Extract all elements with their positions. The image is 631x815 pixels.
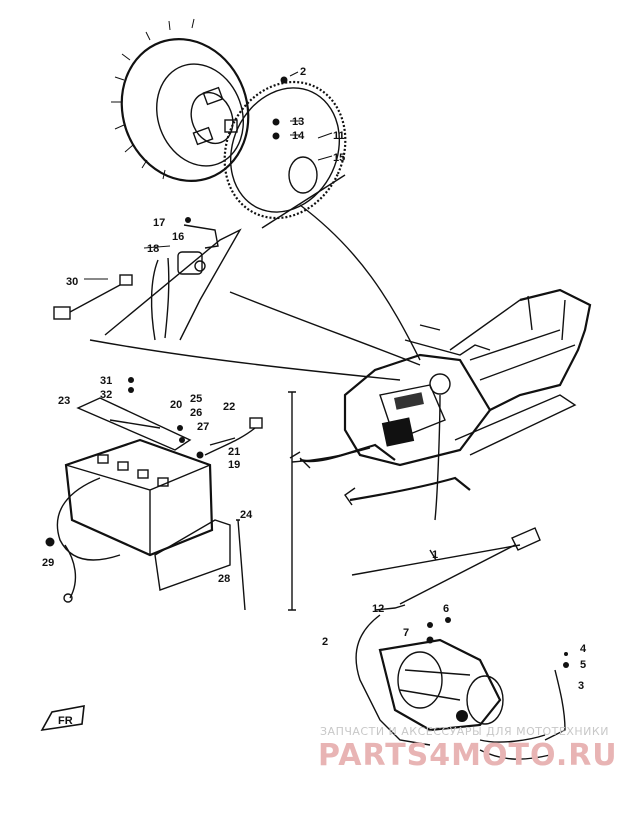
- callout-17: 17: [153, 217, 165, 229]
- cdi-unit-icon: [177, 251, 203, 275]
- starter-motor-group: [355, 527, 569, 760]
- starter-motor-icon: [378, 638, 502, 732]
- callout-20: 20: [170, 399, 182, 411]
- battery-group: [45, 377, 263, 611]
- callout-32: 32: [100, 389, 112, 401]
- callout-5: 5: [580, 659, 586, 671]
- callout-1: 1: [432, 549, 438, 561]
- ring-gear-icon: [223, 80, 347, 220]
- callout-26: 26: [190, 407, 202, 419]
- callout-7: 7: [403, 627, 409, 639]
- callout-21: 21: [228, 446, 240, 458]
- callout-12: 12: [372, 603, 384, 615]
- callout-14: 14: [292, 130, 305, 142]
- callout-27: 27: [197, 421, 209, 433]
- watermark-tagline: ЗАПЧАСТИ И АКСЕССУАРЫ ДЛЯ МОТОТЕХНИКИ: [320, 725, 609, 738]
- callout-4: 4: [580, 643, 587, 655]
- connector-icon: [53, 306, 71, 320]
- watermark: ЗАПЧАСТИ И АКСЕССУАРЫ ДЛЯ МОТОТЕХНИКИ PA…: [318, 725, 618, 773]
- callout-6: 6: [443, 603, 449, 615]
- callout-23: 23: [58, 395, 70, 407]
- o-ring-icon: [288, 156, 318, 194]
- cable-boot-icon: [511, 527, 541, 551]
- ignition-switch-group: [53, 217, 242, 341]
- front-marker-label: FR: [58, 715, 73, 727]
- callout-13: 13: [292, 116, 304, 128]
- arrow-icon: [40, 705, 85, 732]
- callout-24: 24: [240, 509, 253, 521]
- flywheel-magneto-group: [111, 18, 250, 183]
- ring-gear-group: [223, 71, 347, 229]
- callout-29: 29: [42, 557, 54, 569]
- callout-31: 31: [100, 375, 112, 387]
- battery-icon: [64, 438, 214, 557]
- bolt-icon: [45, 537, 55, 547]
- callout-2-bottom: 2: [322, 636, 328, 648]
- callout-18: 18: [147, 243, 159, 255]
- callout-11: 11: [333, 130, 345, 142]
- callout-25: 25: [190, 393, 202, 405]
- watermark-logo: PARTS4MOTO.RU: [318, 738, 618, 773]
- callout-30: 30: [66, 276, 78, 288]
- callout-3: 3: [578, 680, 584, 692]
- front-direction-marker[interactable]: FR: [40, 705, 85, 732]
- callout-15: 15: [333, 152, 345, 164]
- callout-22: 22: [223, 401, 235, 413]
- callout-labels: 2 13 14 11 15 17 16 18 30 31 32 23 20 25…: [42, 66, 587, 692]
- callout-16: 16: [172, 231, 184, 243]
- callout-2-top: 2: [300, 66, 306, 78]
- flywheel-icon: [120, 37, 250, 183]
- leader-lines: [89, 204, 521, 611]
- callout-28: 28: [218, 573, 230, 585]
- callout-19: 19: [228, 459, 240, 471]
